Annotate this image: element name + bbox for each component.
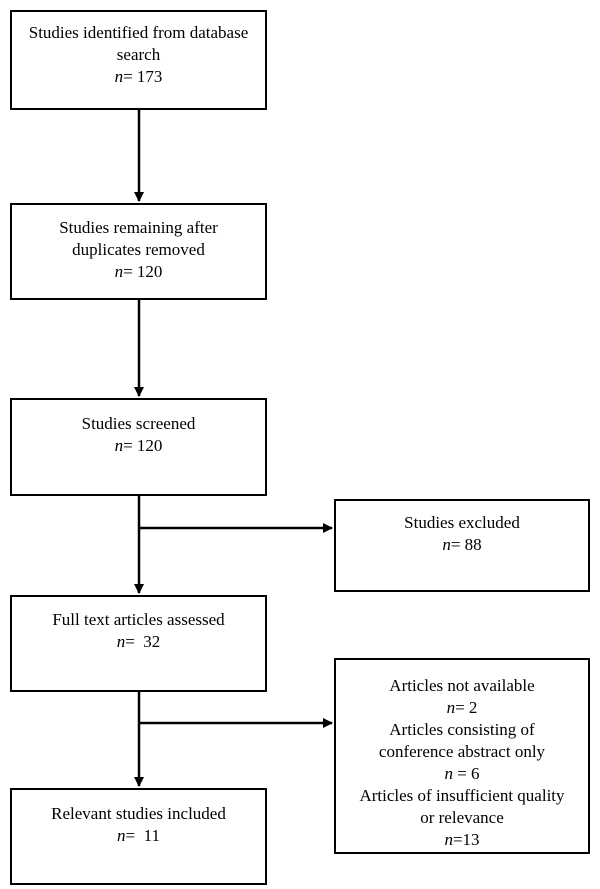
fulltext-line1: Full text articles assessed xyxy=(52,610,225,629)
remaining-line1: Studies remaining after xyxy=(59,218,218,237)
screened-count: n= 120 xyxy=(114,436,163,455)
fulltext-count: n= 32 xyxy=(116,632,161,651)
box-exclusion-reasons: Articles not available n= 2 Articles con… xyxy=(334,658,590,854)
identified-line2: search xyxy=(116,45,161,64)
box-relevant-included: Relevant studies included n= 11 xyxy=(10,788,267,885)
reason-abstract-count: n = 6 xyxy=(444,764,480,783)
identified-count: n= 173 xyxy=(114,67,163,86)
excluded-count: n= 88 xyxy=(442,535,482,554)
reason-not-available-count: n= 2 xyxy=(446,698,478,717)
reason-abstract-line2: conference abstract only xyxy=(378,742,546,761)
box-full-text-assessed: Full text articles assessed n= 32 xyxy=(10,595,267,692)
included-count: n= 11 xyxy=(117,826,160,845)
reason-quality-count: n=13 xyxy=(444,830,480,849)
box-studies-excluded: Studies excluded n= 88 xyxy=(334,499,590,592)
reason-abstract-line1: Articles consisting of xyxy=(389,720,535,739)
screened-line1: Studies screened xyxy=(81,414,196,433)
box-studies-remaining: Studies remaining after duplicates remov… xyxy=(10,203,267,300)
identified-line1: Studies identified from database xyxy=(28,23,249,42)
excluded-line1: Studies excluded xyxy=(404,513,520,532)
box-studies-identified: Studies identified from database search … xyxy=(10,10,267,110)
included-line1: Relevant studies included xyxy=(51,804,226,823)
reason-quality-line2: or relevance xyxy=(420,808,504,827)
box-studies-screened: Studies screened n= 120 xyxy=(10,398,267,496)
remaining-count: n= 120 xyxy=(114,262,163,281)
remaining-line2: duplicates removed xyxy=(72,240,205,259)
reason-not-available: Articles not available xyxy=(389,676,535,695)
reason-quality-line1: Articles of insufficient quality xyxy=(359,786,565,805)
